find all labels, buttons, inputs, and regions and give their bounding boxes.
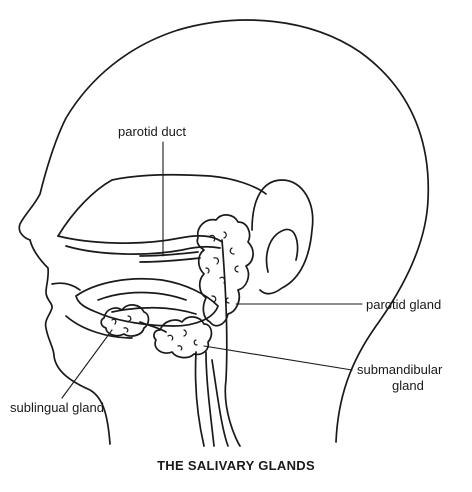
tongue xyxy=(76,279,218,326)
tongue-fold-2 xyxy=(112,308,196,314)
ear xyxy=(252,180,313,294)
upper-lip-line xyxy=(52,283,80,290)
throat-back xyxy=(222,240,240,446)
ear-inner xyxy=(267,229,298,272)
diagram-title: THE SALIVARY GLANDS xyxy=(0,458,472,473)
label-submandibular-line1: submandibular xyxy=(357,362,442,377)
label-parotid-gland: parotid gland xyxy=(366,297,441,312)
label-parotid-duct: parotid duct xyxy=(118,124,186,139)
trachea-2 xyxy=(195,352,204,446)
head-outline xyxy=(19,20,428,442)
label-sublingual-gland: sublingual gland xyxy=(10,400,104,415)
parotid-gland xyxy=(197,215,253,326)
submandibular-texture xyxy=(168,330,197,350)
nasal-cavity xyxy=(58,175,266,236)
submandibular-gland xyxy=(154,317,212,358)
label-submandibular-line2: gland xyxy=(392,378,424,393)
tongue-fold-1 xyxy=(98,293,186,301)
